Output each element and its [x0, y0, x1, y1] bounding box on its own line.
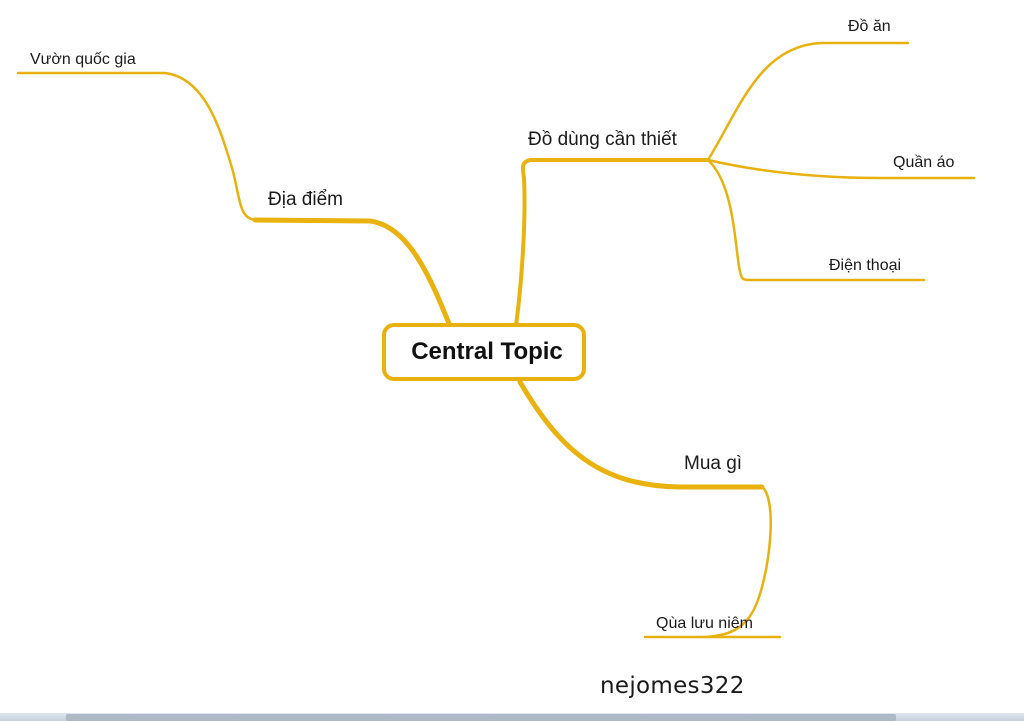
central-topic-node[interactable]: Central Topic [382, 323, 586, 381]
branch-qua-luu-niem [643, 485, 782, 639]
topic-mua-gi[interactable]: Mua gì [684, 453, 742, 474]
central-topic-label: Central Topic [411, 338, 563, 365]
topic-dien-thoai[interactable]: Điện thoại [829, 257, 901, 274]
topic-quan-ao[interactable]: Quần áo [893, 154, 954, 171]
horizontal-scrollbar[interactable] [0, 713, 1024, 721]
topic-dia-diem[interactable]: Địa điểm [268, 189, 343, 210]
topic-vuon-quoc-gia[interactable]: Vườn quốc gia [30, 51, 136, 68]
topic-qua-luu-niem[interactable]: Qùa lưu niêm [656, 615, 753, 632]
branch-dia-diem [252, 217, 453, 329]
topic-do-an[interactable]: Đồ ăn [848, 18, 891, 35]
branch-quan-ao [706, 158, 976, 180]
branch-vuon-quoc-gia [16, 71, 257, 222]
branch-do-an [706, 41, 910, 162]
branch-dien-thoai [706, 158, 926, 282]
branch-mua-gi [517, 379, 765, 490]
topic-do-dung-can-thiet[interactable]: Đồ dùng cần thiết [528, 129, 678, 150]
watermark-text: nejomes322 [600, 673, 745, 699]
branch-do-dung [514, 158, 710, 328]
central-topic-box [382, 323, 586, 381]
scrollbar-thumb[interactable] [66, 714, 896, 721]
